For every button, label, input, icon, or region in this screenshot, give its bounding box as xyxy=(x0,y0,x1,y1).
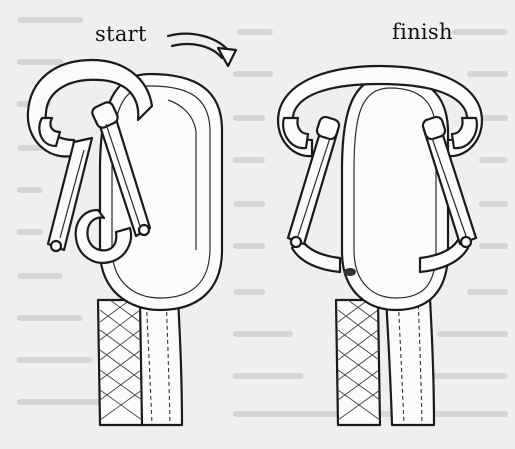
start-assembly xyxy=(28,60,222,425)
start-label: start xyxy=(95,22,147,46)
finish-rope xyxy=(336,300,380,425)
finish-knot xyxy=(344,268,356,276)
curved-arrow-icon xyxy=(168,34,236,66)
finish-label: finish xyxy=(392,20,453,44)
start-rope xyxy=(98,300,142,425)
finish-assembly xyxy=(278,66,482,425)
